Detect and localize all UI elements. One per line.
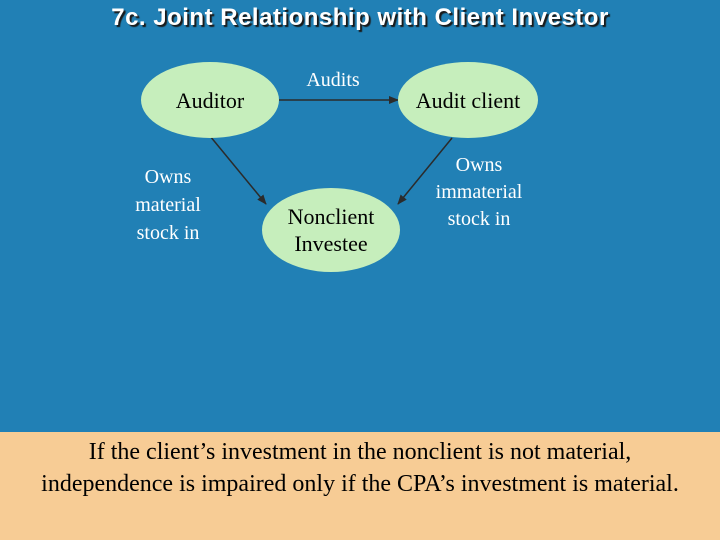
- owns-material-line-1: Owns: [145, 166, 192, 188]
- note-text: If the client’s investment in the noncli…: [41, 439, 679, 497]
- audit-client-node: Audit client: [398, 62, 538, 138]
- owns-immaterial-arrow: [397, 137, 453, 205]
- svg-text:Investee: Investee: [294, 231, 367, 256]
- slide-title: 7c. Joint Relationship with Client Inves…: [111, 4, 609, 31]
- owns-material-line-3: stock in: [137, 222, 200, 244]
- relationship-diagram: Auditor Audit client Nonclient Investee …: [135, 62, 538, 272]
- svg-text:Nonclient: Nonclient: [288, 204, 375, 229]
- note-box: If the client’s investment in the noncli…: [0, 432, 720, 540]
- owns-immaterial-line-3: stock in: [448, 208, 511, 230]
- nonclient-investee-node: Nonclient Investee: [262, 188, 400, 272]
- investee-label: Investee: [294, 231, 367, 256]
- nonclient-label: Nonclient: [288, 204, 375, 229]
- owns-immaterial-line-1: Owns: [456, 154, 503, 176]
- audit-client-label: Audit client: [416, 88, 520, 113]
- owns-material-arrow: [209, 135, 267, 205]
- owns-immaterial-line-2: immaterial: [436, 181, 523, 203]
- auditor-node: Auditor: [141, 62, 279, 138]
- auditor-label: Auditor: [176, 88, 245, 113]
- audits-label: Audits: [306, 69, 360, 91]
- owns-material-line-2: material: [135, 194, 201, 216]
